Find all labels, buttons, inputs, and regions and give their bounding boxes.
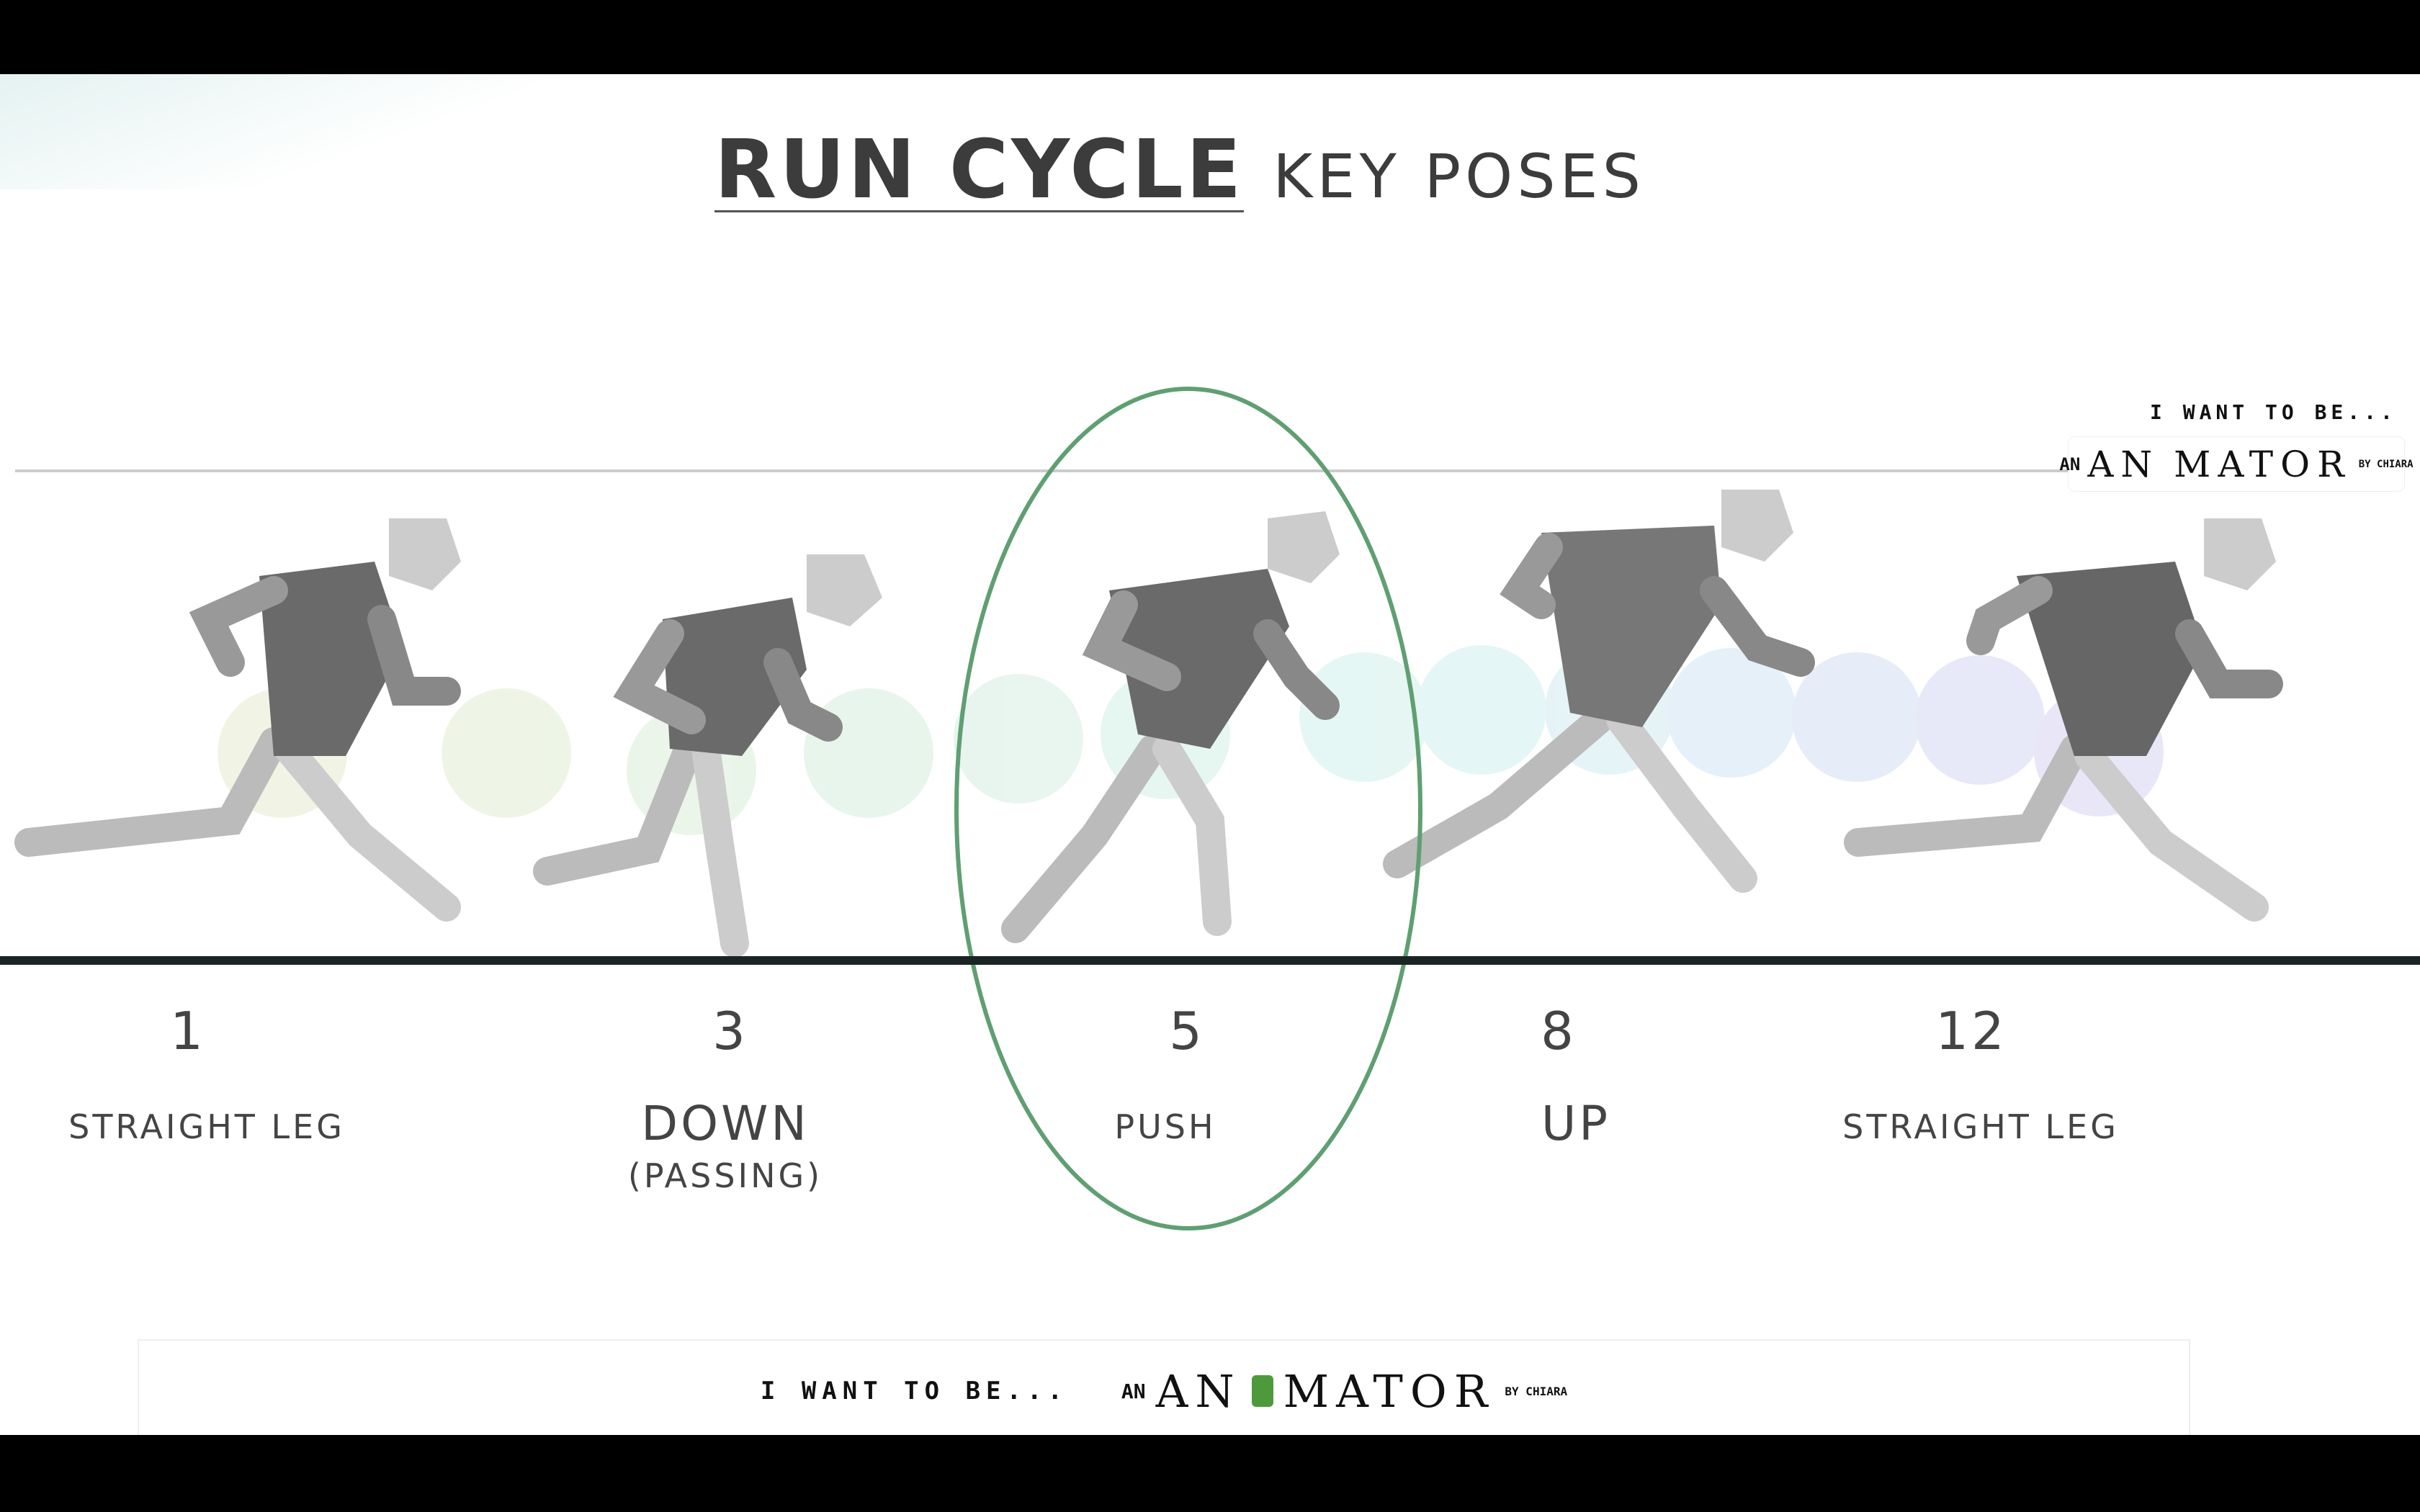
- logo-name-a: AN: [2087, 443, 2160, 485]
- logo-by: BY CHIARA: [2358, 458, 2414, 470]
- motion-circle: [1915, 655, 2045, 785]
- title-main: RUN CYCLE: [714, 123, 1245, 217]
- pose-label: UP: [1541, 1096, 1611, 1151]
- pose-label: STRAIGHT LEG: [1842, 1107, 2119, 1146]
- runner-pose-8: [1383, 490, 1815, 893]
- logo-name-b: MATOR: [2174, 443, 2352, 485]
- motion-circle: [442, 688, 571, 818]
- runner-pose-3: [533, 554, 882, 958]
- motion-circle: [954, 674, 1083, 804]
- motion-circle: [1792, 652, 1922, 782]
- title-sub: KEY POSES: [1273, 141, 1645, 212]
- puppet-icon: [1251, 1375, 1273, 1407]
- highlight-oval: [954, 387, 1422, 1230]
- pose-label: DOWN: [641, 1096, 810, 1151]
- runner-pose-1: [14, 518, 461, 922]
- reference-line: [15, 469, 2068, 472]
- banner-tagline: I WANT TO BE...: [760, 1377, 1068, 1405]
- motion-circle: [1299, 652, 1429, 782]
- motion-circle: [804, 688, 933, 818]
- frame-number: 5: [1169, 1001, 1205, 1061]
- runner-pose-12: [1844, 518, 2283, 922]
- logo-top-right: AN AN MATOR BY CHIARA: [2059, 436, 2414, 492]
- frame-number: 3: [712, 1001, 748, 1061]
- frame-number: 8: [1541, 1001, 1577, 1061]
- motion-circle: [1667, 648, 1796, 778]
- frame-number: 1: [170, 1001, 206, 1061]
- banner-name-b: MATOR: [1283, 1364, 1495, 1418]
- logo-tagline: I WANT TO BE...: [2150, 400, 2397, 424]
- banner-by: BY CHIARA: [1505, 1384, 1568, 1398]
- top-left-glow: [0, 74, 648, 189]
- pose-sublabel: (PASSING): [627, 1156, 823, 1195]
- runner-pose-5: [1001, 511, 1340, 943]
- bottom-letterbox: [0, 1435, 2420, 1512]
- frame-number: 12: [1935, 1001, 2007, 1061]
- banner-an: AN: [1121, 1379, 1146, 1403]
- ground-line: [0, 956, 2420, 965]
- bottom-banner: I WANT TO BE... AN AN MATOR BY CHIARA: [138, 1339, 2190, 1443]
- motion-circle: [1417, 645, 1546, 775]
- banner-name-a: AN: [1155, 1364, 1242, 1418]
- logo-an: AN: [2059, 454, 2081, 474]
- pose-label: PUSH: [1114, 1107, 1216, 1146]
- pose-label: STRAIGHT LEG: [68, 1107, 345, 1146]
- top-letterbox: [0, 0, 2420, 74]
